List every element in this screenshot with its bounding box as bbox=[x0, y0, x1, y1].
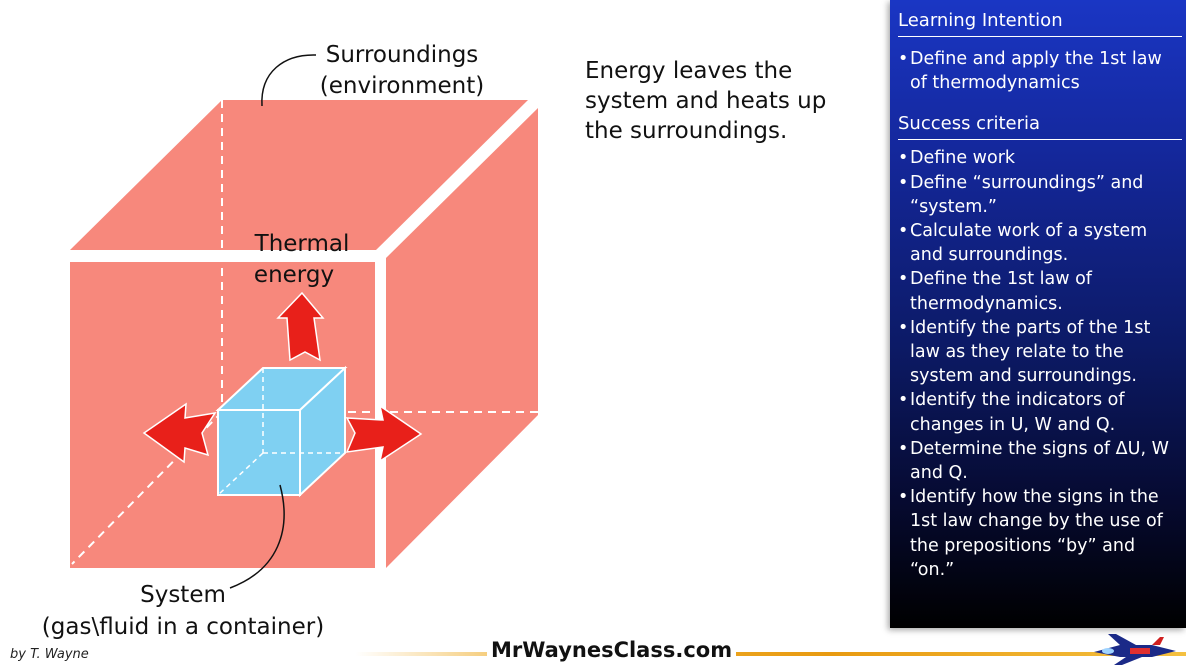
jet-icon bbox=[1094, 634, 1176, 665]
learning-intention-list: Define and apply the 1st law of thermody… bbox=[898, 37, 1176, 103]
success-criteria-item: Define work bbox=[898, 146, 1176, 170]
system-sublabel: (gas\fluid in a container) bbox=[42, 614, 324, 640]
author-credit: by T. Wayne bbox=[10, 647, 89, 662]
surroundings-right-face bbox=[386, 108, 538, 568]
system-label: System bbox=[140, 582, 226, 608]
surroundings-top-face bbox=[70, 100, 528, 250]
surroundings-sublabel: (environment) bbox=[320, 73, 484, 99]
system-front-face bbox=[217, 409, 301, 496]
success-criteria-item: Identify how the signs in the 1st law ch… bbox=[898, 485, 1176, 582]
surroundings-cube bbox=[70, 100, 538, 570]
thermal-energy-sublabel: energy bbox=[254, 262, 334, 288]
success-criteria-item: Calculate work of a system and surroundi… bbox=[898, 219, 1176, 267]
site-logo-text: MrWaynesClass.com bbox=[487, 638, 737, 662]
success-criteria-item: Determine the signs of ΔU, W and Q. bbox=[898, 437, 1176, 485]
system-leader-line bbox=[229, 484, 285, 589]
arrow-left-icon bbox=[142, 402, 217, 464]
surroundings-leader-line bbox=[261, 54, 317, 107]
success-criteria-item: Identify the indicators of changes in U,… bbox=[898, 388, 1176, 436]
success-criteria-list: Define workDefine “surroundings” and “sy… bbox=[898, 140, 1176, 582]
energy-caption: Energy leaves the system and heats up th… bbox=[585, 58, 827, 144]
arrow-up-icon bbox=[276, 291, 325, 362]
thermal-energy-label: Thermal bbox=[254, 231, 350, 257]
arrow-right-icon bbox=[345, 404, 423, 463]
success-criteria-item: Define the 1st law of thermodynamics. bbox=[898, 267, 1176, 315]
thermodynamics-diagram: Surroundings (environment) Thermal energ… bbox=[42, 42, 538, 640]
success-criteria-item: Identify the parts of the 1st law as the… bbox=[898, 316, 1176, 389]
success-criteria-item: Define “surroundings” and “system.” bbox=[898, 171, 1176, 219]
learning-intention-heading: Learning Intention bbox=[898, 0, 1182, 37]
surroundings-label: Surroundings bbox=[326, 42, 479, 68]
system-cube bbox=[215, 365, 348, 498]
learning-intention-item: Define and apply the 1st law of thermody… bbox=[898, 47, 1176, 95]
success-criteria-heading: Success criteria bbox=[898, 103, 1182, 141]
objectives-panel: Learning Intention Define and apply the … bbox=[890, 0, 1186, 628]
